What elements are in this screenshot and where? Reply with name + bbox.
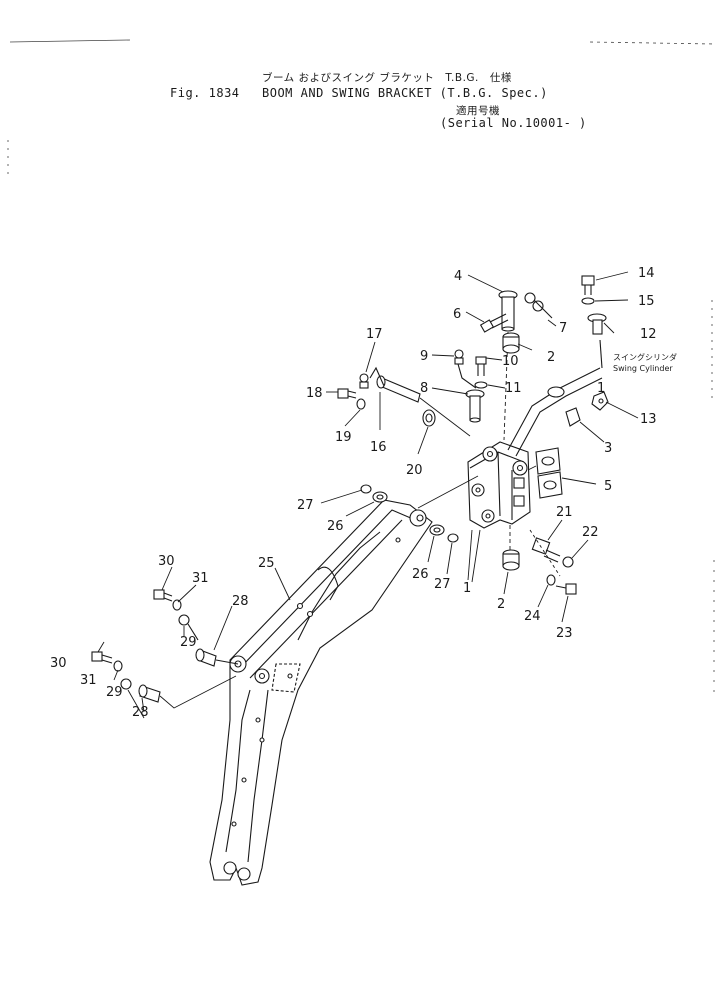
bolt-part-14[interactable]: [581, 275, 595, 295]
bushing-part-26-lower[interactable]: [429, 524, 445, 536]
callout-27-upper: 27: [297, 498, 314, 513]
callout-7: 7: [559, 321, 567, 336]
shims-part-5[interactable]: [527, 447, 563, 499]
bolt-part-30-upper[interactable]: [153, 589, 173, 602]
callout-31-upper: 31: [192, 571, 209, 586]
pin-part-8[interactable]: [465, 389, 485, 423]
callout-4: 4: [454, 269, 462, 284]
callout-20: 20: [406, 463, 423, 478]
leader-lines: [97, 271, 639, 719]
fitting-part-29-upper[interactable]: [178, 614, 199, 641]
bolt-part-6[interactable]: [479, 313, 509, 333]
nuts-part-7[interactable]: [524, 292, 553, 319]
callout-23: 23: [556, 626, 573, 641]
callout-14: 14: [638, 266, 655, 281]
callout-19: 19: [335, 430, 352, 445]
grease-fitting-part-17[interactable]: [359, 373, 369, 389]
bushing-part-26-upper[interactable]: [372, 491, 388, 503]
washer-part-31-upper[interactable]: [172, 599, 182, 611]
callout-15: 15: [638, 294, 655, 309]
swing-bracket-part-1[interactable]: [467, 441, 531, 581]
fitting-part-29-lower[interactable]: [120, 678, 132, 690]
callout-11: 11: [505, 381, 522, 396]
serial-label-japanese: 適用号機: [456, 105, 500, 117]
callout-labels: 4 6 7 2 10 11 9 8 14 15 12 1 13 3 5 17 1…: [50, 266, 657, 720]
swing-cylinder-label-jp: スイングシリンダ: [613, 352, 677, 362]
figure-number: Fig. 1834: [170, 86, 240, 100]
pin-part-28-lower[interactable]: [138, 675, 237, 709]
bolt-part-18[interactable]: [337, 388, 357, 399]
callout-28-lower: 28: [132, 705, 149, 720]
callout-26-upper: 26: [327, 519, 344, 534]
callout-22: 22: [582, 525, 599, 540]
callout-13: 13: [640, 412, 657, 427]
title-english: BOOM AND SWING BRACKET (T.B.G. Spec.): [262, 86, 548, 100]
shim-part-20[interactable]: [419, 397, 471, 437]
callout-31-lower: 31: [80, 673, 97, 688]
bushing-part-2-lower[interactable]: [502, 525, 520, 571]
scan-marks: [7, 39, 716, 700]
serial-number: (Serial No.10001- ): [440, 116, 587, 130]
washer-part-19[interactable]: [356, 398, 366, 410]
nut-part-22[interactable]: [562, 556, 574, 568]
callout-1-upper: 1: [597, 381, 605, 396]
bushing-part-2-upper[interactable]: [502, 332, 520, 354]
grease-fitting-part-9[interactable]: [454, 349, 477, 389]
callout-2-lower: 2: [497, 597, 505, 612]
pin-part-16[interactable]: [369, 366, 421, 403]
callout-2: 2: [547, 350, 555, 365]
callout-30-upper: 30: [158, 554, 175, 569]
washer-part-11[interactable]: [474, 381, 488, 389]
spacer-part-27-upper[interactable]: [360, 484, 372, 494]
title-japanese: ブーム およびスイング ブラケット T.B.G. 仕様: [262, 72, 512, 84]
callout-24: 24: [524, 609, 541, 624]
bolt-part-23[interactable]: [555, 583, 577, 595]
callout-28-upper: 28: [232, 594, 249, 609]
washer-part-31-lower[interactable]: [113, 660, 123, 672]
bolt-part-30-lower[interactable]: [91, 651, 113, 664]
spacer-part-27-lower[interactable]: [447, 533, 459, 543]
swing-cylinder-label-en: Swing Cylinder: [613, 364, 673, 373]
bolt-part-21[interactable]: [531, 537, 561, 563]
callout-16: 16: [370, 440, 387, 455]
callout-9: 9: [420, 349, 428, 364]
callout-6: 6: [453, 307, 461, 322]
callout-30-lower: 30: [50, 656, 67, 671]
washer-part-24[interactable]: [546, 574, 556, 586]
pin-part-28-upper[interactable]: [195, 648, 239, 667]
callout-10: 10: [502, 354, 519, 369]
callout-18: 18: [306, 386, 323, 401]
callout-29-lower: 29: [106, 685, 123, 700]
callout-29-upper: 29: [180, 635, 197, 650]
callout-17: 17: [366, 327, 383, 342]
callout-1: 1: [463, 581, 471, 596]
callout-5: 5: [604, 479, 612, 494]
pin-part-12[interactable]: [587, 313, 607, 335]
callout-21: 21: [556, 505, 573, 520]
callout-26-lower: 26: [412, 567, 429, 582]
boom-part-25[interactable]: [209, 499, 433, 886]
callout-12: 12: [640, 327, 657, 342]
callout-25: 25: [258, 556, 275, 571]
callout-27-lower: 27: [434, 577, 451, 592]
washer-part-15[interactable]: [581, 297, 595, 305]
callout-8: 8: [420, 381, 428, 396]
bolt-part-10[interactable]: [475, 356, 487, 376]
swing-cylinder-outline: [507, 339, 603, 457]
fitting-part-13[interactable]: [565, 391, 609, 427]
callout-3: 3: [604, 441, 612, 456]
